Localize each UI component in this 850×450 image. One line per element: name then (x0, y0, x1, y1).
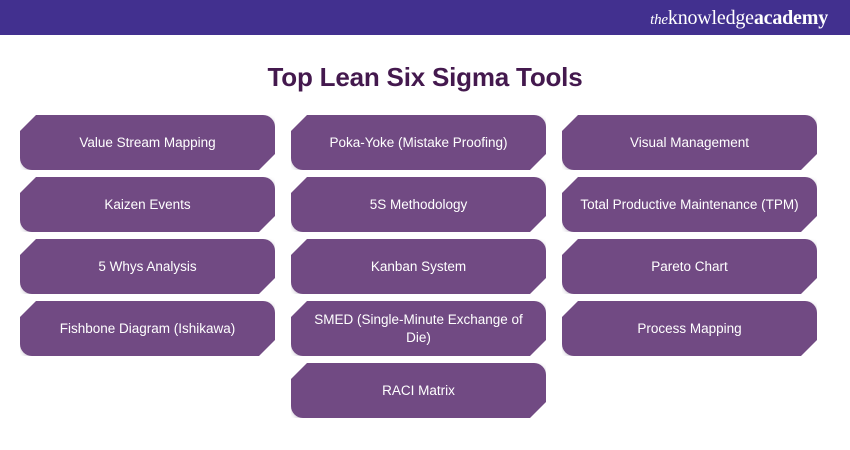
tool-chip-pareto-chart[interactable]: Pareto Chart (562, 239, 817, 294)
grid-cell: Visual Management (562, 115, 824, 170)
tool-chip-raci-matrix[interactable]: RACI Matrix (291, 363, 546, 418)
tool-chip-process-mapping[interactable]: Process Mapping (562, 301, 817, 356)
tool-chip-5s-methodology[interactable]: 5S Methodology (291, 177, 546, 232)
tool-chip-label: 5 Whys Analysis (98, 258, 197, 274)
tool-chip-label: Poka-Yoke (Mistake Proofing) (329, 134, 508, 150)
tool-chip-visual-management[interactable]: Visual Management (562, 115, 817, 170)
page-title: Top Lean Six Sigma Tools (267, 62, 583, 92)
brand-academy-text: academy (753, 6, 828, 29)
grid-cell: RACI Matrix (291, 363, 553, 418)
grid-cell: Value Stream Mapping (20, 115, 282, 170)
grid-cell: 5 Whys Analysis (20, 239, 282, 294)
tool-chip-label: Total Productive Maintenance (TPM) (580, 196, 799, 212)
tools-row: Fishbone Diagram (Ishikawa) SMED (Single… (20, 301, 830, 356)
brand-knowledge-text: knowledge (667, 6, 754, 29)
tools-row: 5 Whys Analysis Kanban System Pareto Cha… (20, 239, 830, 294)
grid-cell: Kanban System (291, 239, 553, 294)
tool-chip-label: Pareto Chart (651, 258, 728, 274)
grid-cell: Total Productive Maintenance (TPM) (562, 177, 824, 232)
header-bar: theknowledgeacademy (0, 0, 850, 35)
tool-chip-label: 5S Methodology (369, 196, 468, 212)
tool-chip-smed[interactable]: SMED (Single-Minute Exchange of Die) (291, 301, 546, 356)
tool-chip-label: Kanban System (370, 258, 467, 274)
tool-chip-kaizen-events[interactable]: Kaizen Events (20, 177, 275, 232)
grid-cell: Fishbone Diagram (Ishikawa) (20, 301, 282, 356)
tool-chip-fishbone-diagram[interactable]: Fishbone Diagram (Ishikawa) (20, 301, 275, 356)
tool-chip-5-whys-analysis[interactable]: 5 Whys Analysis (20, 239, 275, 294)
grid-cell: SMED (Single-Minute Exchange of Die) (291, 301, 553, 356)
tool-chip-total-productive-maintenance[interactable]: Total Productive Maintenance (TPM) (562, 177, 817, 232)
tool-chip-label: RACI Matrix (382, 382, 455, 398)
grid-cell: Kaizen Events (20, 177, 282, 232)
tool-chip-label: Fishbone Diagram (Ishikawa) (59, 320, 236, 336)
tool-chip-label: Visual Management (629, 134, 750, 150)
grid-cell: Process Mapping (562, 301, 824, 356)
brand-logo: theknowledgeacademy (650, 8, 828, 28)
tools-row: RACI Matrix (20, 363, 830, 418)
grid-cell: Pareto Chart (562, 239, 824, 294)
tools-row: Value Stream Mapping Poka-Yoke (Mistake … (20, 115, 830, 170)
tools-grid: Value Stream Mapping Poka-Yoke (Mistake … (20, 115, 830, 425)
grid-cell: 5S Methodology (291, 177, 553, 232)
brand-the-text: the (650, 11, 668, 28)
tool-chip-kanban-system[interactable]: Kanban System (291, 239, 546, 294)
tool-chip-poka-yoke[interactable]: Poka-Yoke (Mistake Proofing) (291, 115, 546, 170)
tools-row: Kaizen Events 5S Methodology Total Produ… (20, 177, 830, 232)
tool-chip-label: Value Stream Mapping (79, 134, 216, 150)
tool-chip-label: Process Mapping (637, 320, 742, 336)
tool-chip-label: Kaizen Events (104, 196, 191, 212)
grid-cell: Poka-Yoke (Mistake Proofing) (291, 115, 553, 170)
tool-chip-label: SMED (Single-Minute Exchange of Die) (314, 311, 523, 345)
tool-chip-value-stream-mapping[interactable]: Value Stream Mapping (20, 115, 275, 170)
